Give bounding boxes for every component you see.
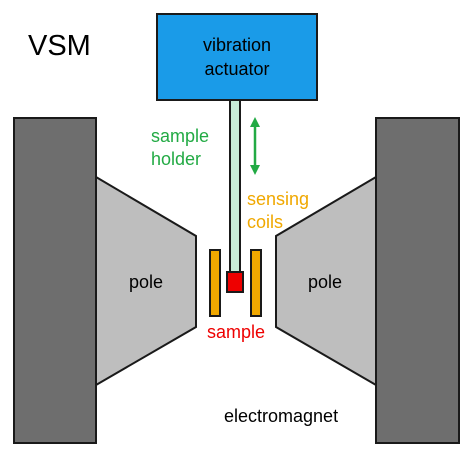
sample-holder-label-line2: holder (151, 149, 201, 169)
sample-holder-label-line1: sample (151, 126, 209, 146)
sample-block (226, 271, 244, 293)
electromagnet-left-block (13, 117, 97, 444)
vibration-actuator-box (156, 13, 318, 101)
actuator-label-line1: vibration (203, 35, 271, 55)
sample-label: sample (207, 322, 265, 342)
pole-left-label: pole (129, 272, 163, 292)
sample-holder-rod (229, 99, 241, 275)
pole-left (95, 175, 197, 387)
pole-right-label: pole (308, 272, 342, 292)
diagram-title: VSM (28, 30, 91, 62)
sensing-coil-left (209, 249, 221, 317)
electromagnet-label: electromagnet (224, 406, 338, 426)
sensing-coil-right (250, 249, 262, 317)
actuator-label-line2: actuator (204, 59, 269, 79)
electromagnet-right-block (375, 117, 460, 444)
sensing-coils-label-line2: coils (247, 212, 283, 232)
pole-right (275, 175, 377, 387)
sensing-coils-label-line1: sensing (247, 189, 309, 209)
